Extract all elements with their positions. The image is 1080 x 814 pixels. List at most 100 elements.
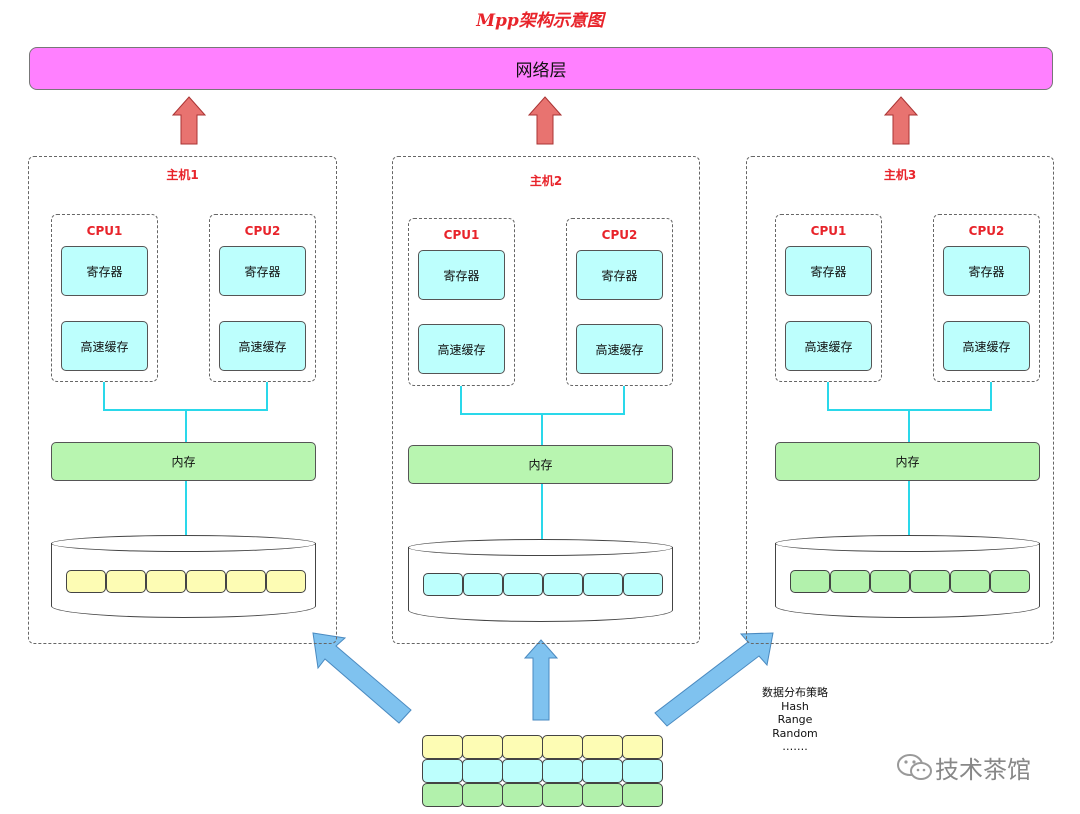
watermark-text: 技术茶馆	[935, 755, 1031, 784]
host-3-memory: 内存	[775, 442, 1040, 481]
up-arrow-host2	[527, 96, 563, 145]
host-3-cpu2	[933, 214, 1040, 382]
cache-label: 高速缓存	[804, 339, 853, 354]
data-block	[422, 735, 463, 759]
host-2-cpu1	[408, 218, 515, 386]
connector	[990, 382, 992, 410]
host-2-cpu1-label: CPU1	[443, 228, 480, 242]
host-1-cpu1-label: CPU1	[86, 224, 123, 238]
host-3	[746, 156, 1054, 644]
data-block	[623, 573, 663, 596]
data-block	[502, 735, 543, 759]
host-2-cpu1-cache: 高速缓存	[418, 324, 505, 374]
data-block	[622, 759, 663, 783]
data-block	[106, 570, 146, 593]
data-block	[502, 759, 543, 783]
connector	[827, 382, 829, 410]
data-block	[422, 759, 463, 783]
data-arrow-host2	[523, 639, 559, 721]
host-2-cpu2	[566, 218, 673, 386]
host-1-cpu2	[209, 214, 316, 382]
register-label: 寄存器	[86, 264, 123, 279]
data-block	[622, 735, 663, 759]
data-block	[582, 783, 623, 807]
host-1-cpu1-register: 寄存器	[61, 246, 148, 296]
connector	[541, 413, 543, 445]
host-2-cpu2-register: 寄存器	[576, 250, 663, 300]
data-block	[830, 570, 870, 593]
host-1-storage-top	[51, 535, 316, 552]
host-1-cpu1	[51, 214, 158, 382]
strategy-item: …….	[782, 740, 808, 753]
host-2-label: 主机2	[529, 174, 563, 188]
host-2-cpu2-cache: 高速缓存	[576, 324, 663, 374]
data-block	[582, 759, 623, 783]
register-label: 寄存器	[443, 268, 480, 283]
connector	[185, 409, 187, 442]
host-3-label: 主机3	[883, 168, 917, 182]
strategy-item: Range	[777, 713, 813, 726]
data-block	[583, 573, 623, 596]
host-3-cpu1-cache: 高速缓存	[785, 321, 872, 371]
strategy-heading: 数据分布策略	[762, 686, 828, 699]
data-block	[870, 570, 910, 593]
host-2-memory: 内存	[408, 445, 673, 484]
host-2-storage-top	[408, 539, 673, 556]
connector	[103, 382, 105, 410]
up-arrow-host1	[171, 96, 207, 145]
strategy-item: Random	[772, 726, 818, 740]
data-block	[423, 573, 463, 596]
data-block	[462, 759, 503, 783]
cache-label: 高速缓存	[595, 342, 644, 357]
data-block	[462, 735, 503, 759]
host-3-cpu2-register: 寄存器	[943, 246, 1030, 296]
host-1-memory: 内存	[51, 442, 316, 481]
data-block	[226, 570, 266, 593]
data-block	[503, 573, 543, 596]
watermark: 技术茶馆	[895, 749, 1031, 785]
data-block	[910, 570, 950, 593]
data-block	[146, 570, 186, 593]
connector	[623, 386, 625, 414]
source-data-grid	[422, 735, 664, 808]
host-1-cpu2-cache: 高速缓存	[219, 321, 306, 371]
register-label: 寄存器	[601, 268, 638, 283]
data-block	[950, 570, 990, 593]
host-2-cpu2-label: CPU2	[601, 228, 638, 242]
data-block	[462, 783, 503, 807]
network-layer-label: 网络层	[515, 61, 567, 81]
connector	[908, 481, 910, 535]
data-block	[543, 573, 583, 596]
data-block	[186, 570, 226, 593]
up-arrow-host3	[883, 96, 919, 145]
connector	[460, 386, 462, 414]
data-block	[582, 735, 623, 759]
diagram-title: Mpp架构示意图	[476, 11, 604, 31]
data-arrow-host3	[654, 632, 774, 727]
host-1-cpu2-register: 寄存器	[219, 246, 306, 296]
network-layer: 网络层	[29, 47, 1053, 90]
cache-label: 高速缓存	[80, 339, 129, 354]
host-2-cpu1-register: 寄存器	[418, 250, 505, 300]
data-block	[990, 570, 1030, 593]
wechat-icon	[897, 754, 932, 780]
host-1-cpu2-label: CPU2	[244, 224, 281, 238]
data-block	[790, 570, 830, 593]
data-block	[622, 783, 663, 807]
data-block	[502, 783, 543, 807]
register-label: 寄存器	[968, 264, 1005, 279]
host-3-cpu1	[775, 214, 882, 382]
data-block	[266, 570, 306, 593]
host-3-storage-top	[775, 535, 1040, 552]
memory-label: 内存	[528, 458, 553, 472]
distribution-strategy: 数据分布策略 Hash Range Random …….	[740, 686, 850, 754]
host-1-cpu1-cache: 高速缓存	[61, 321, 148, 371]
data-block	[542, 783, 583, 807]
host-3-cpu2-cache: 高速缓存	[943, 321, 1030, 371]
connector	[266, 382, 268, 410]
host-1-label: 主机1	[166, 168, 199, 182]
memory-label: 内存	[171, 455, 196, 469]
register-label: 寄存器	[810, 264, 847, 279]
host-3-cpu2-label: CPU2	[968, 224, 1005, 238]
